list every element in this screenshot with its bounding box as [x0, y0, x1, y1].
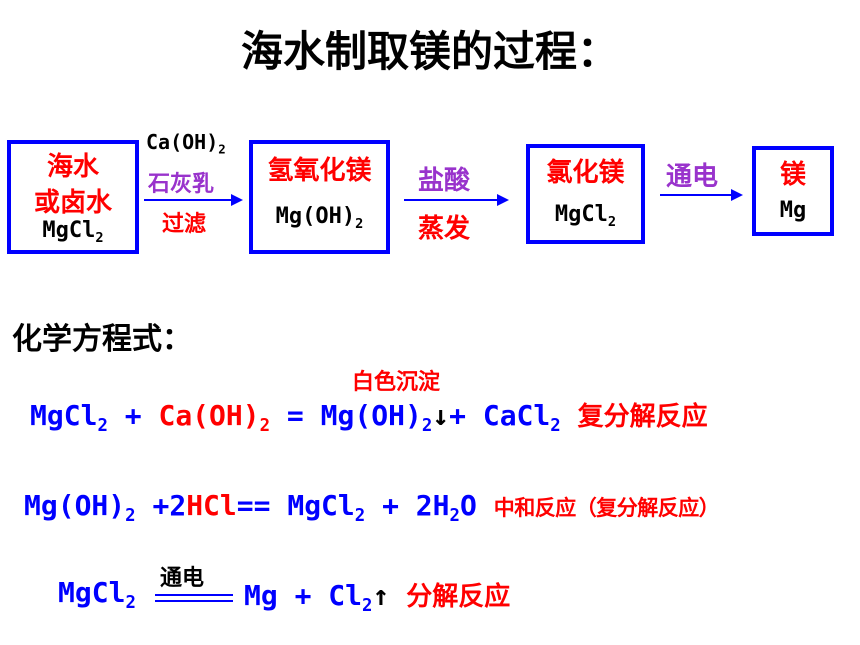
- box-seawater-formula: MgCl2: [11, 218, 135, 246]
- precipitate-arrow-icon: ↓: [432, 399, 450, 432]
- box-magnesium-name: 镁: [779, 160, 806, 190]
- eq2-product2: + 2H2O: [365, 489, 477, 527]
- box-magnesium-hydroxide-name: 氢氧化镁: [267, 156, 372, 186]
- eq2-product1: MgCl2: [287, 489, 366, 527]
- formula-text: MgCl: [42, 218, 96, 243]
- reagent-text: Ca(OH): [146, 130, 219, 154]
- formula-text: Mg(OH): [275, 204, 356, 229]
- eq1-product1: Mg(OH)2: [320, 399, 433, 437]
- eq3-equals-line-top: [155, 594, 233, 596]
- arrow3-label: 通电: [666, 162, 719, 192]
- arrow1-shaft: [144, 199, 232, 201]
- eq3-product1: Mg: [244, 579, 278, 612]
- arrow3-head: [731, 189, 743, 201]
- box-magnesium-chloride: 氯化镁 MgCl2: [526, 144, 645, 244]
- eq3-plus: +: [277, 579, 329, 612]
- eq2-reaction-type: 中和反应（复分解反应）: [493, 496, 720, 520]
- box-magnesium: 镁 Mg: [752, 146, 834, 236]
- box-seawater-line2: 或卤水: [33, 188, 112, 218]
- eq1-precipitate-note: 白色沉淀: [352, 370, 441, 395]
- eq1-reactant1: MgCl2: [30, 399, 108, 437]
- equation-3-right: Mg + Cl2↑ 分解反应: [244, 576, 510, 616]
- eq2-plus1: +2: [135, 489, 187, 522]
- arrow1-process: 过滤: [162, 212, 207, 237]
- eq1-plus1: +: [107, 399, 159, 432]
- formula-subscript: 2: [95, 229, 104, 246]
- formula-text: MgCl: [554, 202, 608, 227]
- arrow2-label: 盐酸: [418, 166, 471, 196]
- eq1-equals: =: [270, 399, 321, 432]
- eq2-reactant2: HCl: [186, 489, 237, 522]
- equations-heading: 化学方程式：: [12, 322, 192, 357]
- arrow2-process: 蒸发: [418, 214, 471, 244]
- reagent-subscript: 2: [218, 141, 226, 157]
- arrow3-shaft: [660, 194, 732, 196]
- arrow2-head: [497, 194, 509, 206]
- eq1-product2: CaCl2: [482, 399, 561, 437]
- eq1-reactant2: Ca(OH)2: [158, 399, 271, 437]
- box-magnesium-chloride-name: 氯化镁: [546, 158, 625, 188]
- equation-1: MgCl2 + Ca(OH)2 = Mg(OH)2↓+ CaCl2 复分解反应: [30, 396, 708, 436]
- box-seawater-line1: 海水: [46, 152, 99, 182]
- box-magnesium-hydroxide: 氢氧化镁 Mg(OH)2: [249, 140, 390, 254]
- equation-2: Mg(OH)2 +2HCl== MgCl2 + 2H2O 中和反应（复分解反应）: [24, 489, 720, 527]
- formula-subscript: 2: [355, 215, 364, 232]
- box-seawater: 海水 或卤水 MgCl2: [7, 140, 139, 254]
- arrow1-label: 石灰乳: [148, 172, 215, 197]
- box-magnesium-chloride-formula: MgCl2: [530, 202, 641, 230]
- arrow1-reagent: Ca(OH)2: [146, 130, 226, 156]
- box-magnesium-formula: Mg: [779, 198, 807, 223]
- box-magnesium-hydroxide-formula: Mg(OH)2: [253, 204, 386, 232]
- eq3-equals-line-bottom: [155, 600, 233, 602]
- eq2-equals: ==: [236, 489, 288, 522]
- equation-3-left: MgCl2: [58, 576, 136, 613]
- eq3-reaction-type: 分解反应: [406, 582, 511, 612]
- eq3-product2: Cl2: [328, 579, 373, 617]
- eq1-reaction-type: 复分解反应: [577, 402, 708, 432]
- eq1-plus2: +: [449, 399, 483, 432]
- eq3-condition: 通电: [160, 566, 205, 591]
- formula-subscript: 2: [607, 213, 617, 230]
- page-title: 海水制取镁的过程：: [240, 27, 619, 76]
- eq3-reactant: MgCl2: [58, 576, 136, 614]
- arrow1-head: [231, 194, 243, 206]
- arrow2-shaft: [404, 199, 498, 201]
- eq2-reactant1: Mg(OH)2: [24, 489, 136, 527]
- gas-arrow-icon: ↑: [372, 579, 390, 612]
